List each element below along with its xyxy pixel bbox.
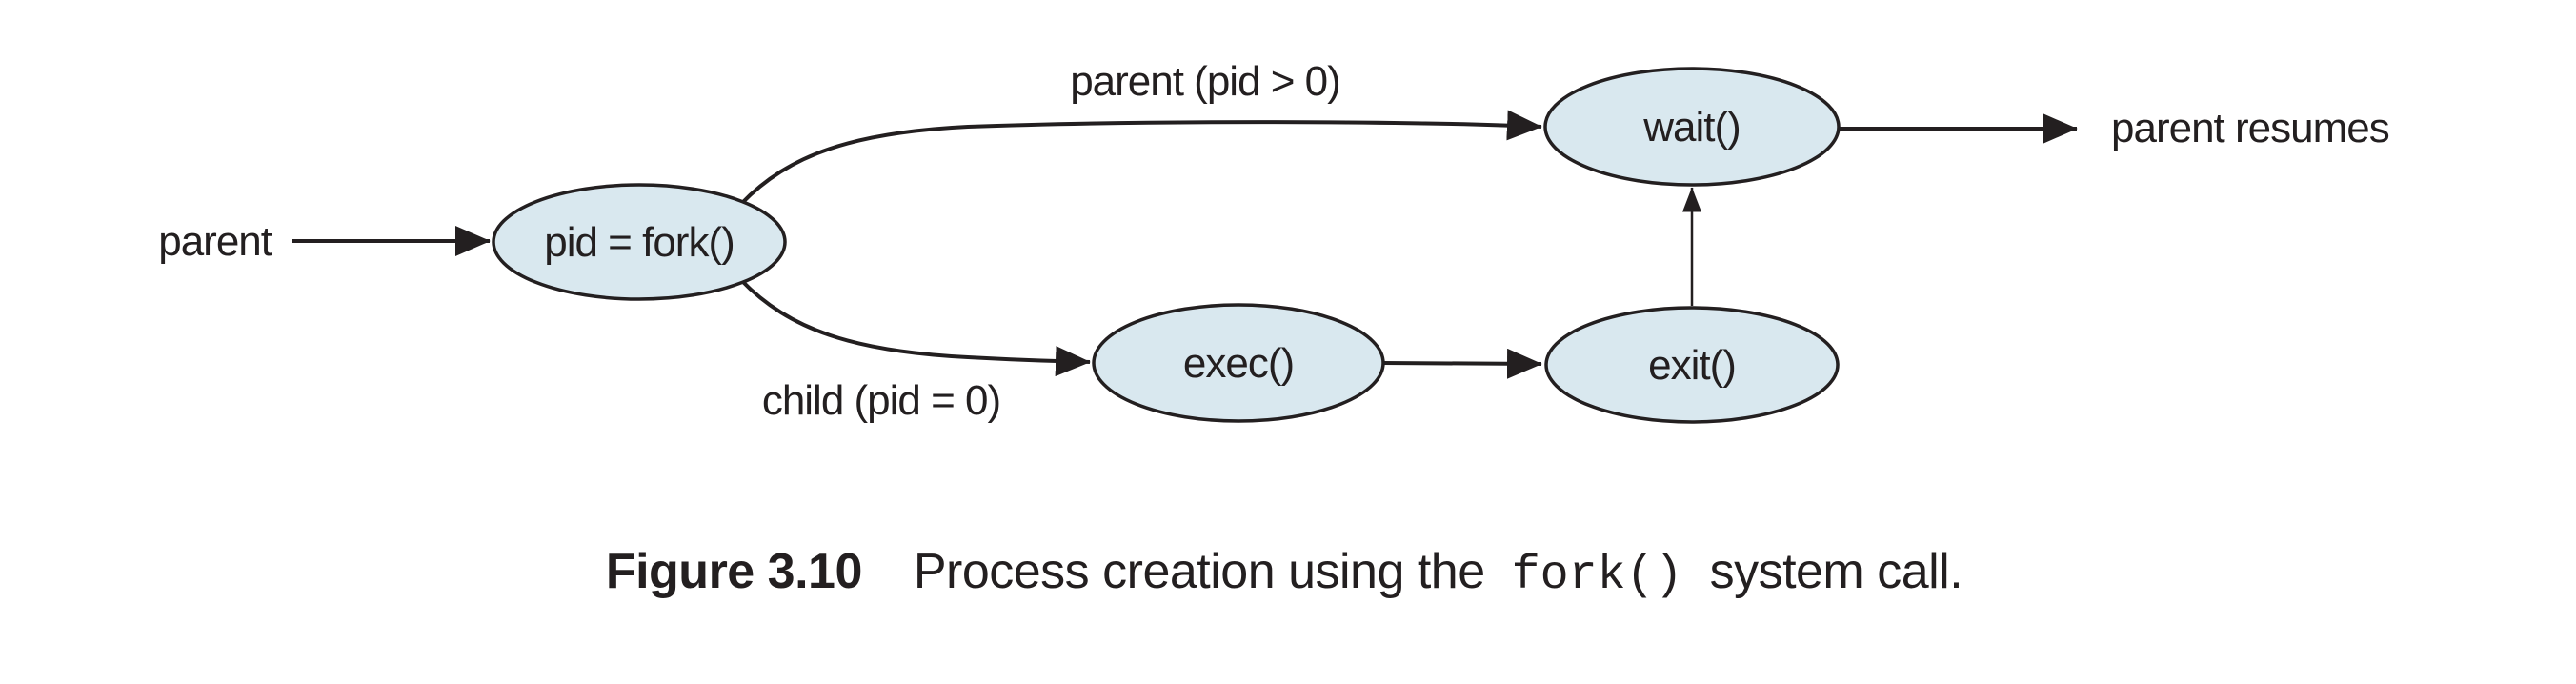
node-wait-label: wait() — [1642, 104, 1741, 151]
node-exit-label: exit() — [1648, 342, 1736, 389]
figure-caption-text-after: system call. — [1710, 544, 1963, 599]
node-pid-fork: pid = fork() — [492, 183, 787, 301]
label-parent-branch: parent (pid > 0) — [1070, 58, 1340, 105]
node-exec: exec() — [1092, 303, 1385, 423]
node-wait: wait() — [1543, 67, 1841, 187]
node-exit: exit() — [1544, 306, 1840, 424]
label-child-branch: child (pid = 0) — [762, 377, 1000, 424]
node-exec-label: exec() — [1183, 340, 1294, 387]
label-parent-start: parent — [158, 218, 272, 265]
node-pid-fork-label: pid = fork() — [544, 219, 735, 266]
figure-caption-text-before: Process creation using the — [914, 544, 1485, 599]
arrow-exec-to-exit — [1382, 348, 1542, 379]
node-wait-ellipse — [1543, 67, 1841, 187]
figure-caption-code: fork() — [1512, 549, 1683, 603]
node-exit-ellipse — [1544, 306, 1840, 424]
figure-caption-number: Figure 3.10 — [606, 544, 862, 599]
arrow-fork-to-wait — [739, 110, 1542, 206]
node-exec-ellipse — [1092, 303, 1385, 423]
label-parent-resumes: parent resumes — [2111, 105, 2389, 151]
node-pid-fork-ellipse — [492, 183, 787, 301]
arrow-fork-to-exec — [739, 278, 1091, 377]
figure-caption: Figure 3.10 Process creation using the f… — [606, 544, 1962, 603]
